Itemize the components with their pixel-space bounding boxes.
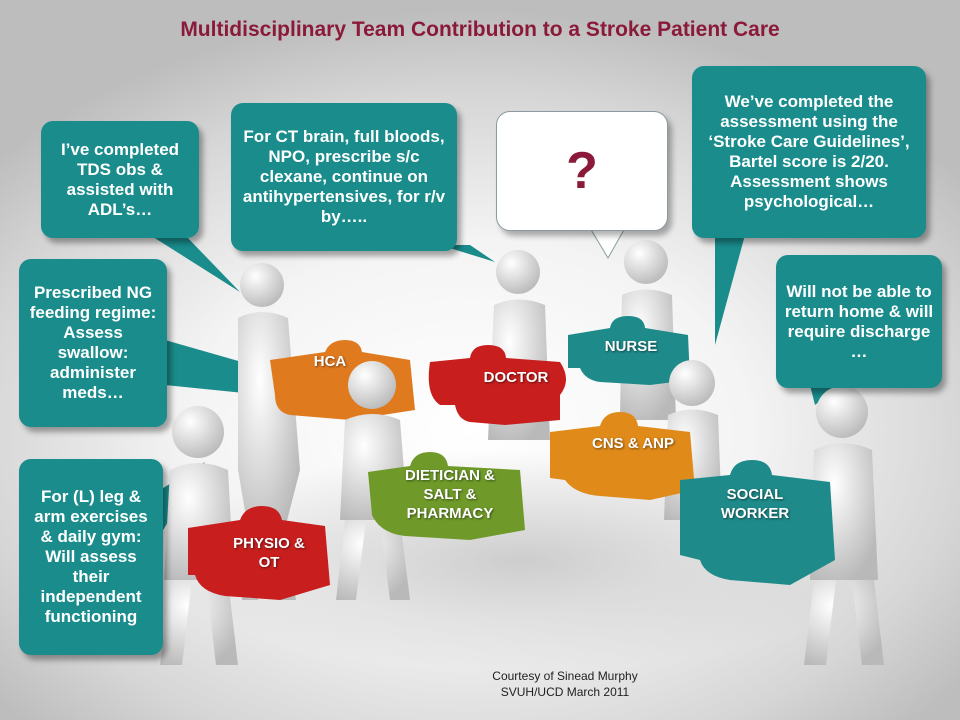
physio-piece-label: PHYSIO & OT xyxy=(233,535,305,571)
cns-piece-label: CNS & ANP xyxy=(592,435,674,452)
doctor-speech-text: For CT brain, full bloods, NPO, prescrib… xyxy=(242,127,446,226)
dietician-piece-label: DIETICIAN & SALT & PHARMACY xyxy=(405,467,495,522)
cns-piece xyxy=(550,412,695,500)
dietician-piece xyxy=(368,452,525,540)
question-box-tail xyxy=(589,227,626,259)
social-worker-piece xyxy=(680,460,835,585)
slide-title: Multidisciplinary Team Contribution to a… xyxy=(180,18,780,41)
cns-speech-text: We’ve completed the assessment using the… xyxy=(708,92,910,211)
question-box: ? xyxy=(496,111,668,231)
social-worker-speech-bubble: Will not be able to return home & will r… xyxy=(776,255,942,388)
dietician-speech-bubble: Prescribed NG feeding regime: Assess swa… xyxy=(19,259,167,427)
hca-speech-bubble: I’ve completed TDS obs & assisted with A… xyxy=(41,121,199,238)
doctor-bubble-tail xyxy=(440,245,495,262)
nurse-piece xyxy=(568,316,690,385)
hca-speech-text: I’ve completed TDS obs & assisted with A… xyxy=(60,139,180,219)
physio-speech-bubble: For (L) leg & arm exercises & daily gym:… xyxy=(19,459,163,655)
credit-text: Courtesy of Sinead Murphy SVUH/UCD March… xyxy=(445,668,685,700)
hca-piece-label: HCA xyxy=(313,353,347,370)
social-worker-piece-label: SOCIAL WORKER xyxy=(720,486,790,522)
dietician-speech-text: Prescribed NG feeding regime: Assess swa… xyxy=(29,283,157,402)
doctor-piece-label: DOCTOR xyxy=(483,369,549,386)
nurse-piece-label: NURSE xyxy=(604,338,658,355)
question-mark: ? xyxy=(566,142,598,200)
doctor-piece xyxy=(428,345,566,425)
physio-speech-text: For (L) leg & arm exercises & daily gym:… xyxy=(34,487,148,626)
credit-line-1: Courtesy of Sinead Murphy xyxy=(492,669,638,683)
hca-bubble-tail xyxy=(150,235,240,292)
physio-piece xyxy=(188,506,330,600)
cns-bubble-tail xyxy=(715,235,745,345)
cns-speech-bubble: We’ve completed the assessment using the… xyxy=(692,66,926,238)
social-worker-speech-text: Will not be able to return home & will r… xyxy=(784,281,934,361)
doctor-speech-bubble: For CT brain, full bloods, NPO, prescrib… xyxy=(231,103,457,251)
credit-line-2: SVUH/UCD March 2011 xyxy=(500,685,630,699)
